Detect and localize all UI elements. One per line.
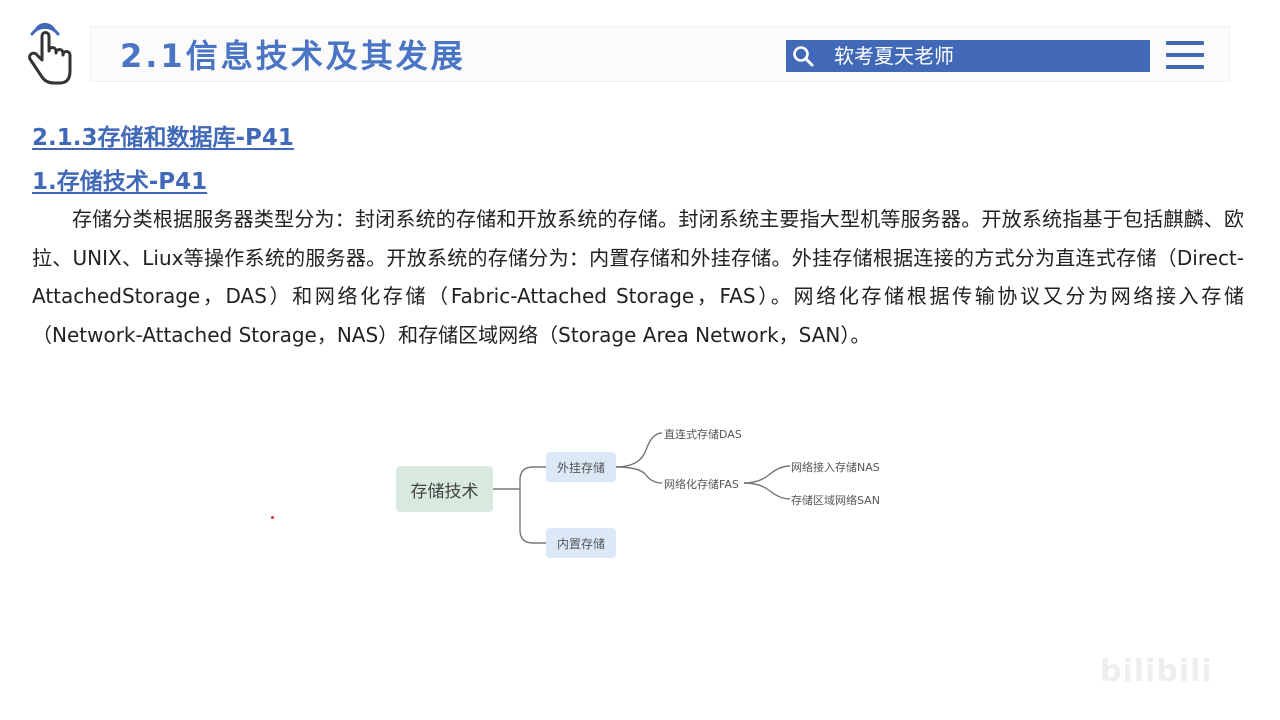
subsection-heading-link[interactable]: 1.存储技术-P41: [32, 169, 208, 195]
mindmap-root-node: 存储技术: [396, 466, 493, 512]
body-paragraph: 存储分类根据服务器类型分为：封闭系统的存储和开放系统的存储。封闭系统主要指大型机…: [32, 207, 1244, 347]
section-heading-link[interactable]: 2.1.3存储和数据库-P41: [32, 125, 294, 151]
mindmap-leaf-san: 存储区域网络SAN: [791, 494, 880, 507]
page-title: 2.1信息技术及其发展: [120, 37, 466, 75]
search-text: 软考夏天老师: [834, 44, 954, 68]
mindmap-leaf-nas: 网络接入存储NAS: [791, 461, 880, 474]
mindmap-node-external-storage: 外挂存储: [546, 452, 616, 482]
mindmap-leaf-fas: 网络化存储FAS: [664, 478, 739, 491]
menu-icon[interactable]: [1166, 40, 1204, 70]
bilibili-watermark: bilibili: [1100, 654, 1213, 689]
mindmap-leaf-das: 直连式存储DAS: [664, 428, 742, 441]
hand-pointer-icon[interactable]: [22, 22, 74, 86]
cursor-dot: [271, 516, 274, 519]
search-bar[interactable]: 软考夏天老师: [786, 40, 1150, 72]
search-icon[interactable]: [792, 45, 814, 67]
mindmap-node-internal-storage: 内置存储: [546, 528, 616, 558]
